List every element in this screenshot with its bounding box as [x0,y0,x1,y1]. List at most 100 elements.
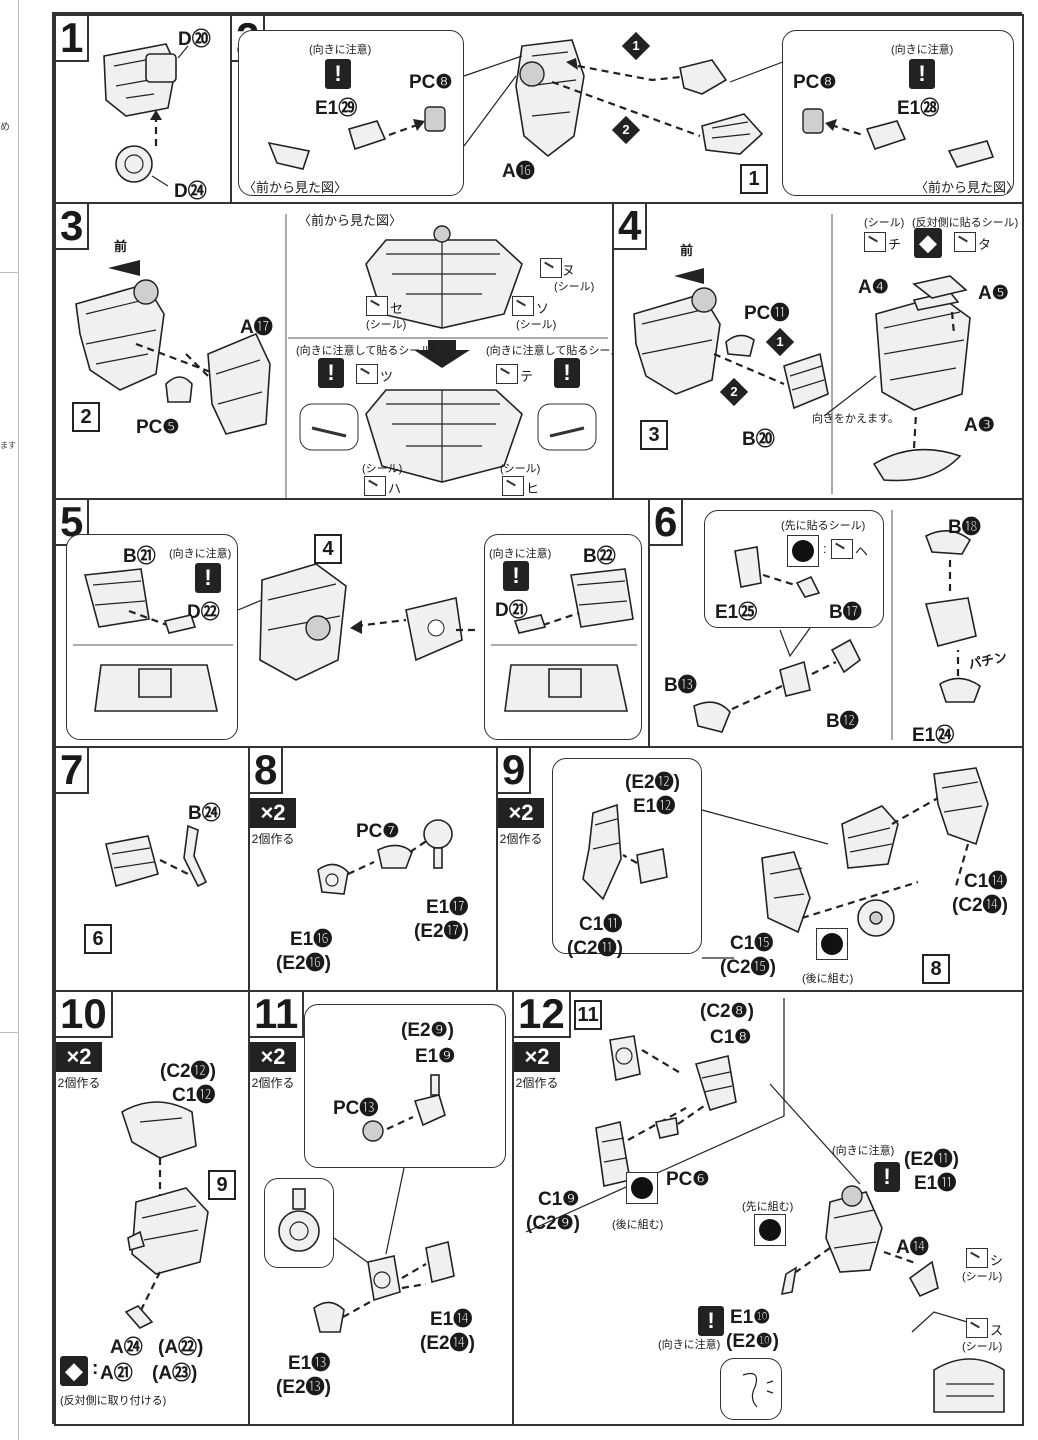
caution-text: (向きに注意) [169,548,232,560]
part-label: E1㉔ [912,725,955,746]
part-label: D㉔ [174,181,207,202]
dark-part-icon [816,928,848,960]
edge-text: ます [0,441,16,450]
sticker-id: ツ [380,369,394,384]
part-label: (E2⓭) [276,1377,331,1398]
part-label: C1⓬ [172,1085,216,1106]
part-label: PC❼ [356,821,400,842]
part-label: D㉑ [495,600,528,621]
step-number: 7 [56,748,90,794]
step-8: 8 ×2 2個作る PC❼ E1⓱ (E2⓱) E1⓰ (E2⓰) [248,746,498,992]
detail-bubble-right: (向きに注意) B㉒ ! D㉑ [484,534,642,740]
part-label: B⓭ [664,675,697,696]
reference-box: 9 [208,1170,236,1200]
step8-illustration [317,819,453,895]
order-marker: 2 [719,377,749,407]
reference-box: 1 [740,164,768,194]
step-number: 12 [514,992,571,1038]
detail-bubble-right: (向きに注意) ! E1㉘ PC❽ 〈前から見た図〉 [782,30,1019,196]
caution-seal-text: (向きに注意して貼るシール) [296,345,435,357]
part-label: E1⓮ [430,1309,473,1330]
reference-box: 3 [640,420,668,450]
part-label: (A㉒) [158,1337,204,1358]
quantity-badge: ×2 [250,798,296,828]
part-label: E1❾ [415,1046,456,1067]
part-label: A❸ [964,415,995,436]
reference-box: 4 [314,534,342,564]
step7-illustration [105,824,208,888]
order-number: 1 [776,334,784,349]
sticker-id: テ [520,369,534,384]
part-label: B⓱ [829,602,862,623]
step-10: 10 ×2 2個作る (C2⓬) C1⓬ 9 A㉔ (A㉒) ◆ : A㉑ (A… [54,990,250,1426]
caution-icon: ! [874,1162,900,1192]
first-caption: (先に組む) [742,1201,794,1213]
step-number: 1 [56,16,90,62]
sticker-id: ヘ [855,544,869,559]
later-caption: (後に組む) [802,973,854,985]
quantity-badge: ×2 [514,1042,560,1072]
part-label: E1⓭ [288,1353,331,1374]
quantity-badge: ×2 [250,1042,296,1072]
sticker-icon [864,232,886,252]
instruction-page: 1 D⑳ D㉔ 2 (向きに注意) ! E1㉙ PC❽ 〈前から見た図〉 [52,12,1024,1426]
sticker-id: ヌ [562,263,576,278]
part-label: E1❿ [730,1307,771,1328]
view-caption: 〈前から見た図〉 [298,213,403,228]
left-page-edge: め ます [0,0,19,1440]
part-label: (E2⓱) [414,921,469,942]
step-number: 9 [498,748,532,794]
make-two-caption: 2個作る [499,832,543,846]
sticker-icon [966,1318,988,1338]
edge-text: め [0,122,10,133]
caution-icon: ! [909,59,935,89]
reference-box: 6 [84,924,112,954]
part-label: (C2⓮) [952,895,1008,916]
quantity-text: ×2 [66,1044,92,1069]
sticker-caption: (シール) [362,463,403,475]
later-caption: (後に組む) [612,1219,664,1231]
part-label: C1⓯ [730,933,774,954]
step-9: 9 ×2 2個作る (E2⓬) E1⓬ C1⓫ (C2⓫) [496,746,1024,992]
part-label: (E2⓮) [420,1333,475,1354]
part-label: (E2⓬) [625,772,680,793]
turn-note: 向きをかえます。 [812,413,899,425]
caution-icon: ! [698,1306,724,1336]
sticker-icon [366,296,388,316]
step-7: 7 B㉔ 6 [54,746,250,992]
step1-illustration [103,43,189,187]
step-4: 4 前 PC⓫ 1 2 B⑳ 3 向きをかえます。 (シール) (反対 [612,202,1024,500]
part-label: D㉒ [187,602,220,623]
caution-text: (向きに注意) [658,1339,721,1351]
sticker-icon [364,476,386,496]
reference-box: 11 [574,1000,602,1030]
order-number: 2 [730,384,738,399]
part-label: A❹ [858,277,889,298]
part-label: E1㉕ [715,602,758,623]
mirror-icon: ◆ [60,1356,88,1386]
caution-text: (向きに注意) [489,548,552,560]
dark-part-icon [787,535,819,567]
part-label: PC⓭ [333,1098,379,1119]
part-label: (C2❾) [526,1213,580,1234]
quantity-badge: ×2 [498,798,544,828]
step-6: 6 (先に貼るシール) : ヘ E1㉕ B⓱ [648,498,1024,748]
step4-illustration [633,214,971,494]
sticker-id: ヒ [526,481,540,496]
part-label: (E2❾) [401,1020,454,1041]
detail-bubble-left: B㉑ (向きに注意) ! D㉒ [66,534,238,740]
front-direction: 前 [680,243,694,258]
order-marker: 1 [765,327,795,357]
sticker-icon [512,296,534,316]
part-label: PC❽ [409,72,453,93]
part-label: PC❽ [793,72,837,93]
part-label: D⑳ [178,29,211,50]
sticker-id: タ [978,237,992,252]
step-5: 5 B㉑ (向きに注意) ! D㉒ [54,498,650,748]
caution-text: (向きに注意) [832,1145,895,1157]
step-number: 10 [56,992,113,1038]
sticker-caption: (シール) [554,281,595,293]
part-label: A㉑ [100,1363,133,1384]
caution-text: (向きに注意) [309,44,372,56]
sticker-icon [540,258,562,278]
